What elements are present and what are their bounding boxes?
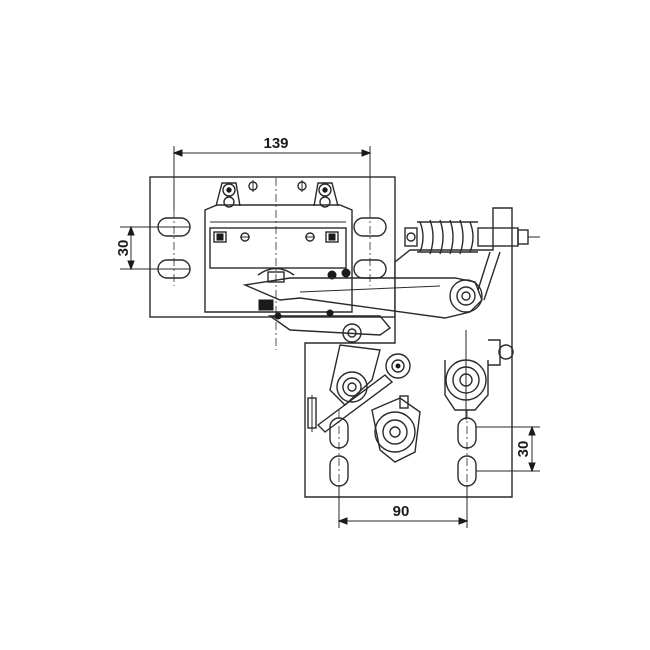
dimension-label-left-slot-pitch: 30	[115, 240, 132, 257]
roller-hub-right	[444, 330, 514, 420]
pivot-bushing	[449, 279, 483, 313]
dimension-label-top-width: 139	[263, 135, 288, 152]
mounting-ear-right	[313, 182, 339, 208]
contact-block	[204, 178, 353, 350]
upper-mounting-plate	[149, 176, 396, 318]
lower-mounting-plate	[304, 207, 513, 520]
operating-lever	[242, 277, 483, 336]
dimension-top-width: 139	[172, 135, 372, 210]
dimension-right-slot-pitch: 30	[476, 425, 540, 473]
spring-assembly	[404, 219, 540, 301]
dimension-bottom-width: 90	[337, 486, 469, 528]
dimension-label-bottom-width: 90	[393, 503, 410, 520]
mounting-ear-left	[215, 182, 241, 208]
link-rod	[307, 353, 411, 433]
latch-cam	[329, 323, 381, 406]
dimension-left-slot-pitch: 30	[115, 225, 190, 271]
roller-hub-lower	[371, 395, 421, 463]
dimension-label-right-slot-pitch: 30	[515, 441, 532, 458]
